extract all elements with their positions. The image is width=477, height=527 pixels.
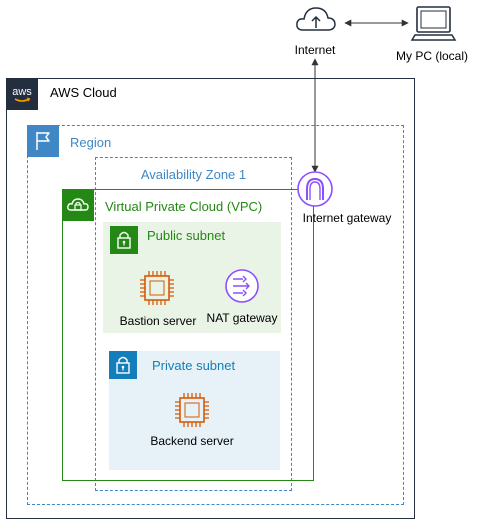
private-subnet-label: Private subnet <box>152 358 236 373</box>
backend-server-label: Backend server <box>150 434 234 448</box>
cloud-lock-icon <box>62 189 94 221</box>
internet-label: Internet <box>294 43 336 57</box>
region-group <box>27 125 404 505</box>
my-pc-label: My PC (local) <box>395 49 468 63</box>
computer-icon <box>410 6 457 41</box>
public-subnet-label: Public subnet <box>147 228 226 243</box>
lock-icon <box>109 351 137 379</box>
nat-gateway-icon <box>225 269 259 303</box>
lock-icon <box>110 226 138 254</box>
availability-zone-group <box>95 157 292 491</box>
flag-icon <box>27 125 59 157</box>
vpc-label: Virtual Private Cloud (VPC) <box>105 199 263 214</box>
availability-zone-label: Availability Zone 1 <box>140 167 247 182</box>
internet-gateway-label: Internet gateway <box>302 211 392 225</box>
bastion-server-label: Bastion server <box>119 314 197 328</box>
vpc-group <box>62 189 314 481</box>
region-label: Region <box>70 135 112 150</box>
internet-cloud-icon <box>296 7 336 31</box>
private-subnet-group <box>109 351 280 470</box>
nat-gateway-label: NAT gateway <box>206 311 278 325</box>
aws-logo-text: aws <box>12 86 32 98</box>
ec2-chip-icon <box>175 393 209 427</box>
internet-gateway-icon <box>297 171 333 207</box>
aws-cloud-group <box>6 78 415 519</box>
ec2-chip-icon <box>140 271 174 305</box>
aws-cloud-label: AWS Cloud <box>50 85 117 100</box>
aws-logo: aws <box>6 78 38 110</box>
